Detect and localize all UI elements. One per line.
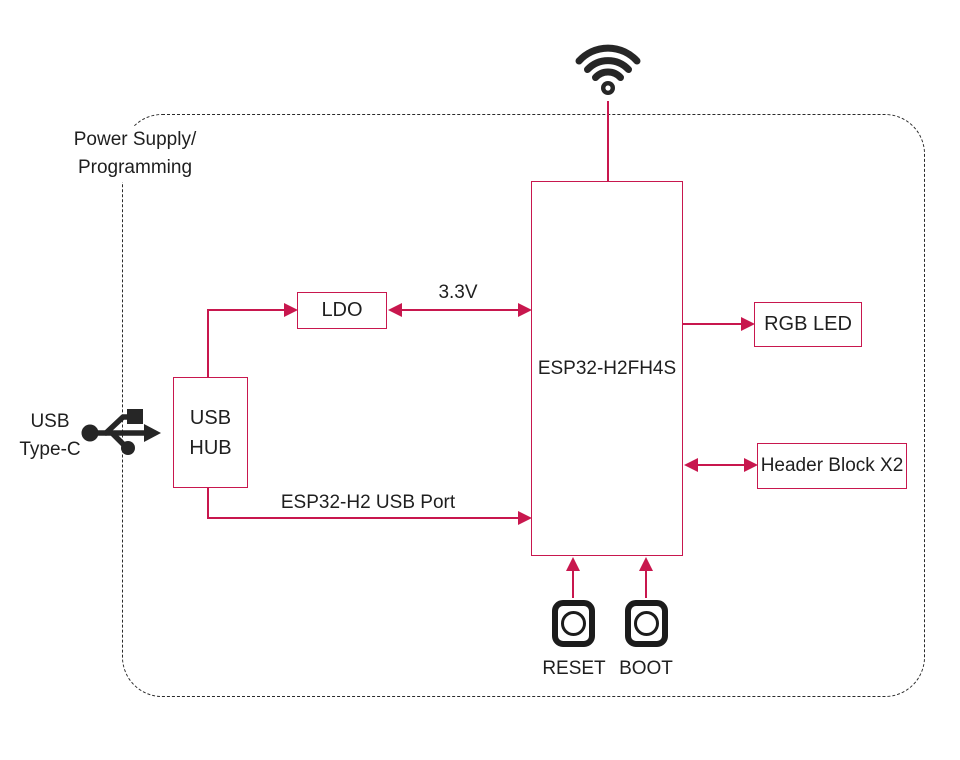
boot-button [625, 600, 668, 647]
hub-to-usbport-vline [207, 488, 209, 519]
power-region-label: Power Supply/ Programming [40, 126, 230, 182]
usb-type-c-label-line1: USB [30, 411, 70, 432]
block-usb-hub: USB HUB [173, 377, 248, 488]
ldo-to-esp32-line [400, 309, 519, 311]
block-rgb-led-label: RGB LED [764, 313, 852, 335]
power-region-border [122, 114, 925, 697]
reset-button [552, 600, 595, 647]
power-region-label-line1: Power Supply/ [73, 129, 197, 150]
block-rgb-led: RGB LED [754, 302, 862, 347]
esp32-to-rgb-line [683, 323, 743, 325]
power-region-label-line2: Programming [77, 157, 193, 178]
usb-type-c-label: USB Type-C [6, 408, 94, 464]
hub-to-ldo-vline [207, 310, 209, 377]
usb-hub-label-line1: USB [189, 406, 232, 429]
ldo-arrowhead-left [388, 303, 402, 317]
reset-button-cap [561, 611, 586, 636]
block-ldo: LDO [297, 292, 387, 329]
reset-line [572, 569, 574, 598]
hub-to-ldo-hline [207, 309, 285, 311]
reset-label: RESET [542, 658, 606, 679]
boot-arrowhead [639, 557, 653, 571]
esp32-to-rgb-arrowhead [741, 317, 755, 331]
esp32-to-header-line [696, 464, 745, 466]
reset-arrowhead [566, 557, 580, 571]
block-usb-hub-label: USB HUB [189, 403, 231, 463]
boot-label: BOOT [619, 658, 673, 679]
block-esp32-label: ESP32-H2FH4S [537, 357, 677, 379]
usb-type-c-label-line2: Type-C [19, 439, 81, 460]
hub-to-ldo-arrowhead [284, 303, 298, 317]
hub-to-usbport-hline [207, 517, 519, 519]
ldo-to-esp32-arrowhead [518, 303, 532, 317]
boot-line [645, 569, 647, 598]
block-header-x2: Header Block X2 [757, 443, 907, 489]
wifi-icon [571, 33, 645, 99]
block-ldo-label: LDO [321, 299, 363, 321]
usb-trident-icon [74, 400, 164, 462]
wifi-to-esp32-line [607, 101, 609, 181]
header-arrowhead-right [744, 458, 758, 472]
voltage-label: 3.3V [438, 282, 478, 303]
usb-port-label: ESP32-H2 USB Port [280, 492, 456, 513]
block-header-x2-label: Header Block X2 [760, 455, 904, 476]
usb-hub-label-line2: HUB [189, 436, 232, 459]
block-esp32: ESP32-H2FH4S [531, 181, 683, 556]
header-arrowhead-left [684, 458, 698, 472]
boot-button-cap [634, 611, 659, 636]
usbport-arrowhead [518, 511, 532, 525]
